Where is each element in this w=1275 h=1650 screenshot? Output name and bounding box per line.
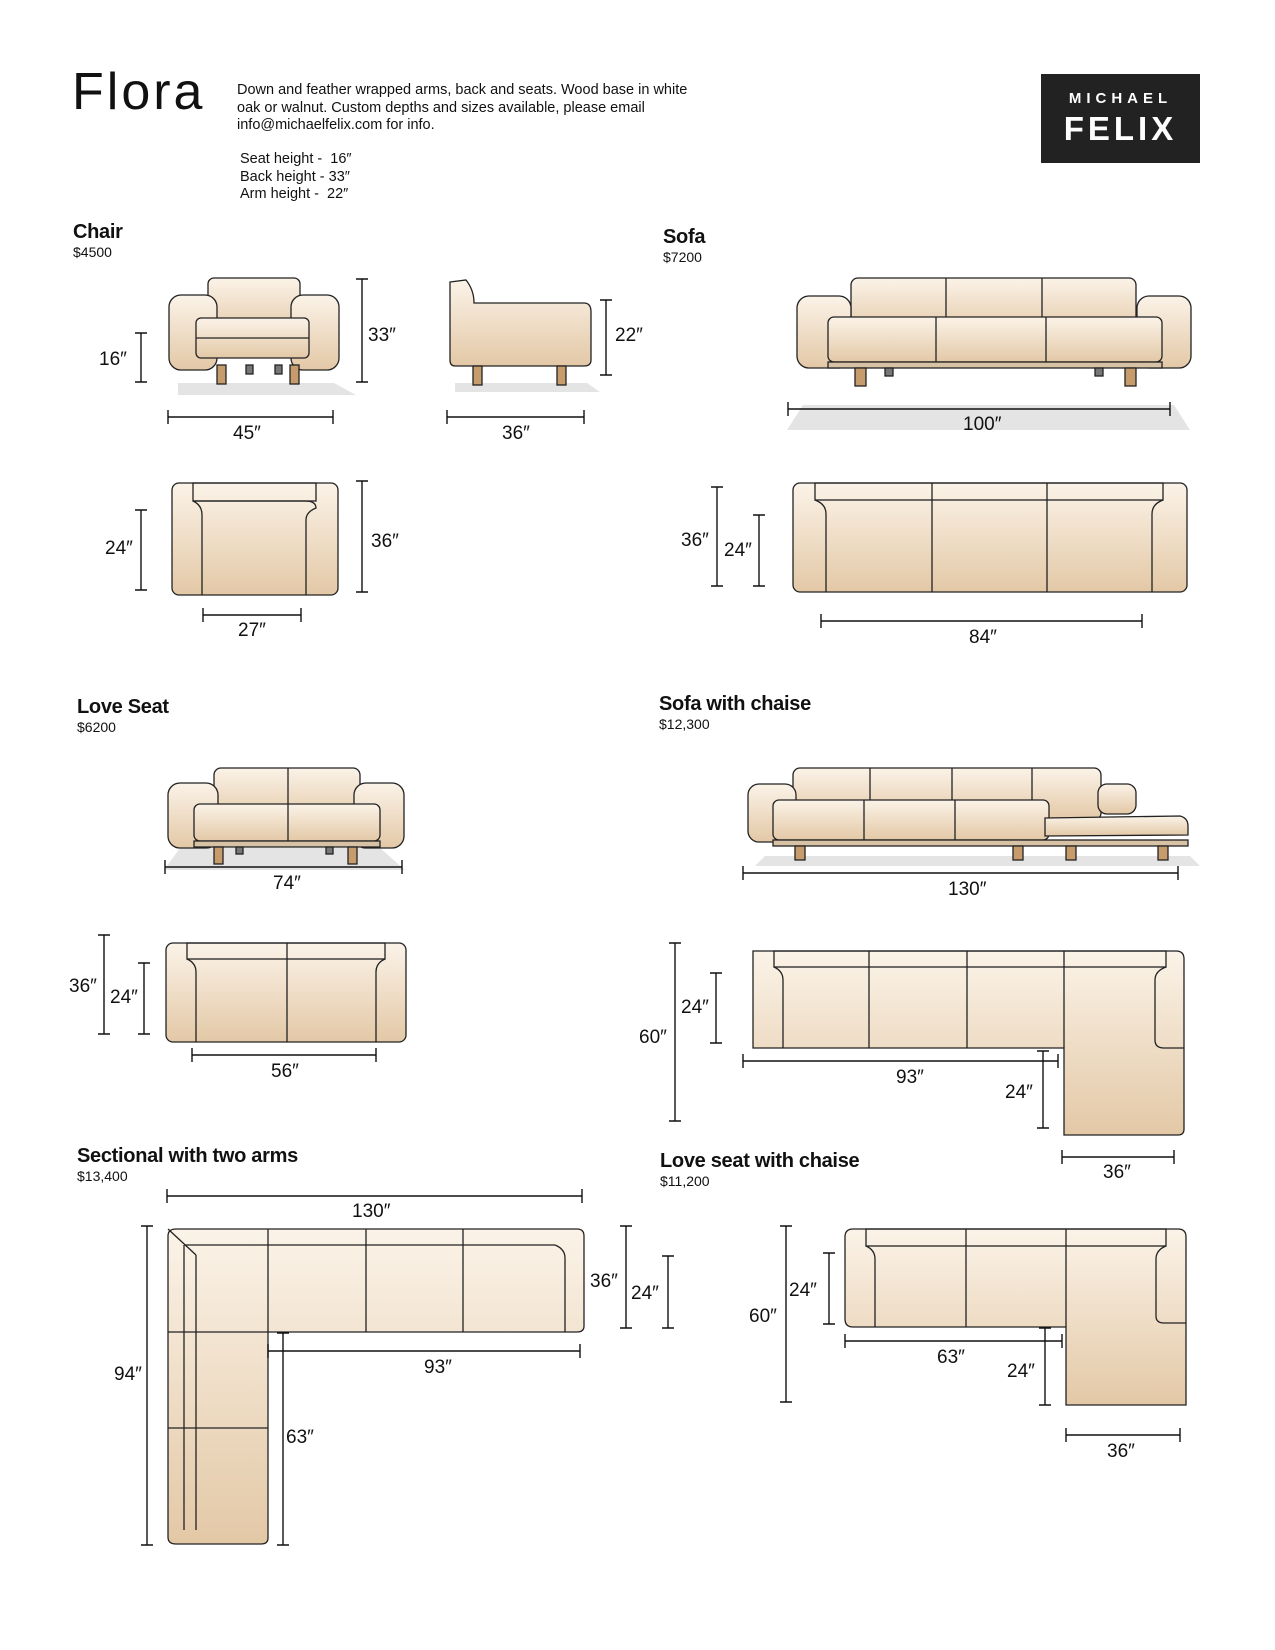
chair-top-view (171, 482, 339, 596)
sofa-depth-label: 36″ (681, 530, 709, 551)
love-seat-seat-width-label: 56″ (271, 1061, 299, 1082)
love-seat-heading: Love Seat $6200 (77, 696, 169, 735)
sofa-seat-depth-label: 24″ (724, 540, 752, 561)
love-seat-price: $6200 (77, 719, 116, 735)
chair-title: Chair (73, 221, 123, 243)
loveseat-chaise-chaise-width-label: 36″ (1107, 1441, 1135, 1462)
sofa-seat-width-label: 84″ (969, 627, 997, 648)
seat-height-spec: Seat height - 16″ (240, 151, 352, 167)
sofa-chaise-title: Sofa with chaise (659, 693, 811, 715)
sofa-top-view (792, 482, 1188, 593)
chair-seat-height-label: 16″ (99, 349, 127, 370)
sectional-price: $13,400 (77, 1168, 128, 1184)
sectional-seat-width-label: 93″ (424, 1357, 452, 1378)
loveseat-chaise-price: $11,200 (660, 1173, 710, 1189)
sofa-heading: Sofa $7200 (663, 226, 705, 265)
dimension-lines (98, 278, 1181, 1546)
chair-seat-depth-label: 24″ (105, 538, 133, 559)
sofa-chaise-chaise-width-label: 36″ (1103, 1162, 1131, 1183)
sectional-heading: Sectional with two arms $13,400 (77, 1145, 298, 1184)
love-seat-front-view (164, 767, 405, 870)
loveseat-chaise-heading: Love seat with chaise $11,200 (660, 1150, 860, 1189)
sectional-width-label: 130″ (352, 1201, 391, 1222)
product-description: Down and feather wrapped arms, back and … (237, 82, 688, 133)
sofa-chaise-seat-width-label: 93″ (896, 1067, 924, 1088)
michael-felix-logo: MICHAEL FELIX (1041, 74, 1200, 163)
loveseat-chaise-seat-width-label: 63″ (937, 1347, 965, 1368)
love-seat-top-view (165, 942, 407, 1043)
sectional-depth-label: 36″ (590, 1271, 618, 1292)
love-seat-seat-depth-label: 24″ (110, 987, 138, 1008)
sofa-chaise-seat-depth-label: 24″ (681, 997, 709, 1018)
arm-height-spec: Arm height - 22″ (240, 186, 349, 202)
sofa-front-view (787, 277, 1192, 430)
sofa-chaise-top-view (752, 950, 1185, 1136)
sofa-chaise-overall-depth-label: 60″ (639, 1027, 667, 1048)
brand-title: Flora (72, 63, 206, 121)
sectional-top-view (167, 1228, 585, 1545)
chair-back-height-label: 33″ (368, 325, 396, 346)
sectional-seat-depth-label: 24″ (631, 1283, 659, 1304)
loveseat-chaise-chaise-seat-label: 24″ (1007, 1361, 1035, 1382)
chair-depth-label: 36″ (502, 423, 530, 444)
loveseat-chaise-top-view (844, 1228, 1187, 1406)
sofa-width-label: 100″ (963, 414, 1002, 435)
chair-front-view (168, 277, 356, 395)
love-seat-title: Love Seat (77, 696, 169, 718)
chair-heading: Chair $4500 (73, 221, 123, 260)
chair-seat-width-label: 27″ (238, 620, 266, 641)
sectional-title: Sectional with two arms (77, 1145, 298, 1167)
back-height-spec: Back height - 33″ (240, 168, 350, 185)
sofa-chaise-heading: Sofa with chaise $12,300 (659, 693, 811, 732)
love-seat-width-label: 74″ (273, 873, 301, 894)
love-seat-depth-label: 36″ (69, 976, 97, 997)
sofa-chaise-front-view (747, 767, 1200, 866)
chair-arm-height-label: 22″ (615, 325, 643, 346)
loveseat-chaise-overall-depth-label: 60″ (749, 1306, 777, 1327)
sofa-price: $7200 (663, 249, 702, 265)
loveseat-chaise-seat-depth-label: 24″ (789, 1280, 817, 1301)
chair-price: $4500 (73, 244, 112, 260)
sofa-title: Sofa (663, 226, 706, 248)
sofa-chaise-chaise-seat-label: 24″ (1005, 1082, 1033, 1103)
height-specs: Seat height - 16″ Back height - 33″ Arm … (240, 151, 352, 204)
sectional-overall-depth-label: 94″ (114, 1364, 142, 1385)
logo-line-1: MICHAEL (1068, 90, 1173, 107)
logo-line-2: FELIX (1063, 110, 1178, 147)
chair-overall-depth-label: 36″ (371, 531, 399, 552)
sofa-chaise-width-label: 130″ (948, 879, 987, 900)
chair-width-label: 45″ (233, 423, 261, 444)
chair-side-view (449, 279, 600, 392)
sectional-return-seat-label: 63″ (286, 1427, 314, 1448)
sofa-chaise-price: $12,300 (659, 716, 710, 732)
loveseat-chaise-title: Love seat with chaise (660, 1150, 860, 1172)
